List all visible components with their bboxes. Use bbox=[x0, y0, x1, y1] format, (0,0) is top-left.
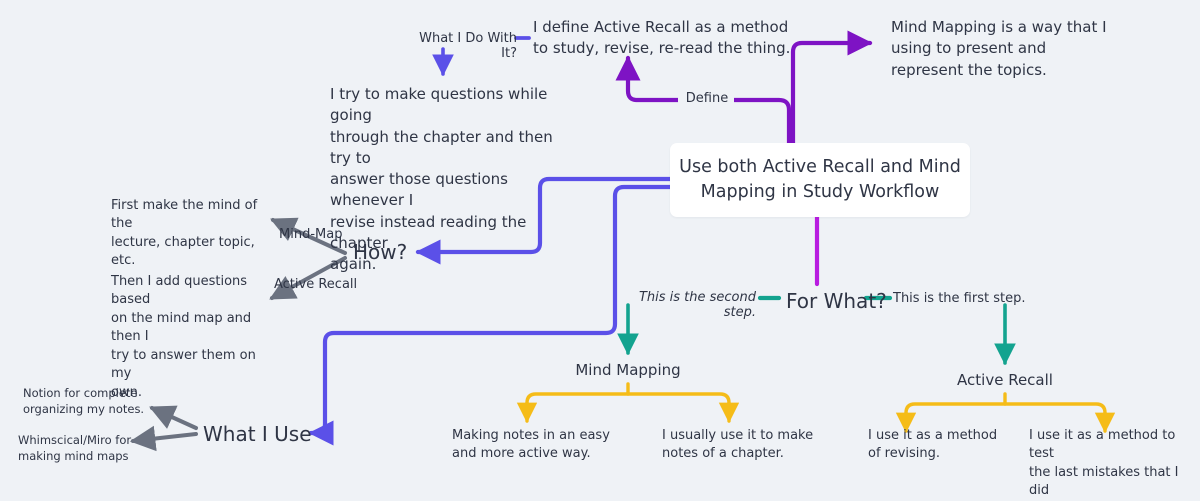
center-node[interactable]: Use both Active Recall and Mind Mapping … bbox=[670, 143, 970, 217]
connector-gray-notion bbox=[149, 405, 198, 430]
connector-amber-mind-mapping-bracket bbox=[525, 392, 731, 421]
connector-amber-active-recall-bracket bbox=[904, 402, 1107, 431]
how-sub-label-mind-map: Mind-Map bbox=[279, 227, 343, 242]
mind-mapping-intro-text: Mind Mapping is a way that I using to pr… bbox=[891, 18, 1107, 79]
what-i-use-item-notion: Notion for complete organizing my notes. bbox=[23, 386, 145, 417]
for-what-left-note: This is the second step. bbox=[638, 290, 756, 320]
connector-mindmapping-intro bbox=[790, 30, 873, 146]
how-sub-label-active-recall: Active Recall bbox=[274, 277, 358, 292]
how-label[interactable]: How? bbox=[353, 240, 408, 264]
what-i-do-with-it-text: I try to make questions while going thro… bbox=[330, 85, 553, 274]
how-active-recall-text: Then I add questions based on the mind m… bbox=[111, 274, 256, 400]
for-what-right-note: This is the first step. bbox=[893, 291, 1026, 306]
define-text: I define Active Recall as a method to st… bbox=[533, 18, 791, 58]
mind-mapping-leaf-2: I usually use it to make notes of a chap… bbox=[662, 428, 814, 462]
define-connector-label: Define bbox=[681, 91, 733, 106]
active-recall-leaf-2: I use it as a method to test the last mi… bbox=[1029, 428, 1179, 499]
center-node-title: Use both Active Recall and Mind Mapping … bbox=[679, 156, 961, 202]
what-i-use-item-whimsical: Whimscical/Miro for making mind maps bbox=[18, 433, 132, 464]
what-i-do-with-it-label[interactable]: What I Do With It? bbox=[419, 31, 517, 61]
how-mind-map-text: First make the mind of the lecture, chap… bbox=[111, 198, 258, 269]
for-what-label[interactable]: For What? bbox=[786, 289, 887, 313]
active-recall-title[interactable]: Active Recall bbox=[957, 371, 1053, 389]
what-i-use-label[interactable]: What I Use bbox=[203, 422, 312, 446]
mind-mapping-leaf-1: Making notes in an easy and more active … bbox=[452, 428, 610, 462]
active-recall-leaf-1: I use it as a method of revising. bbox=[868, 428, 998, 462]
mind-mapping-title[interactable]: Mind Mapping bbox=[575, 361, 681, 379]
